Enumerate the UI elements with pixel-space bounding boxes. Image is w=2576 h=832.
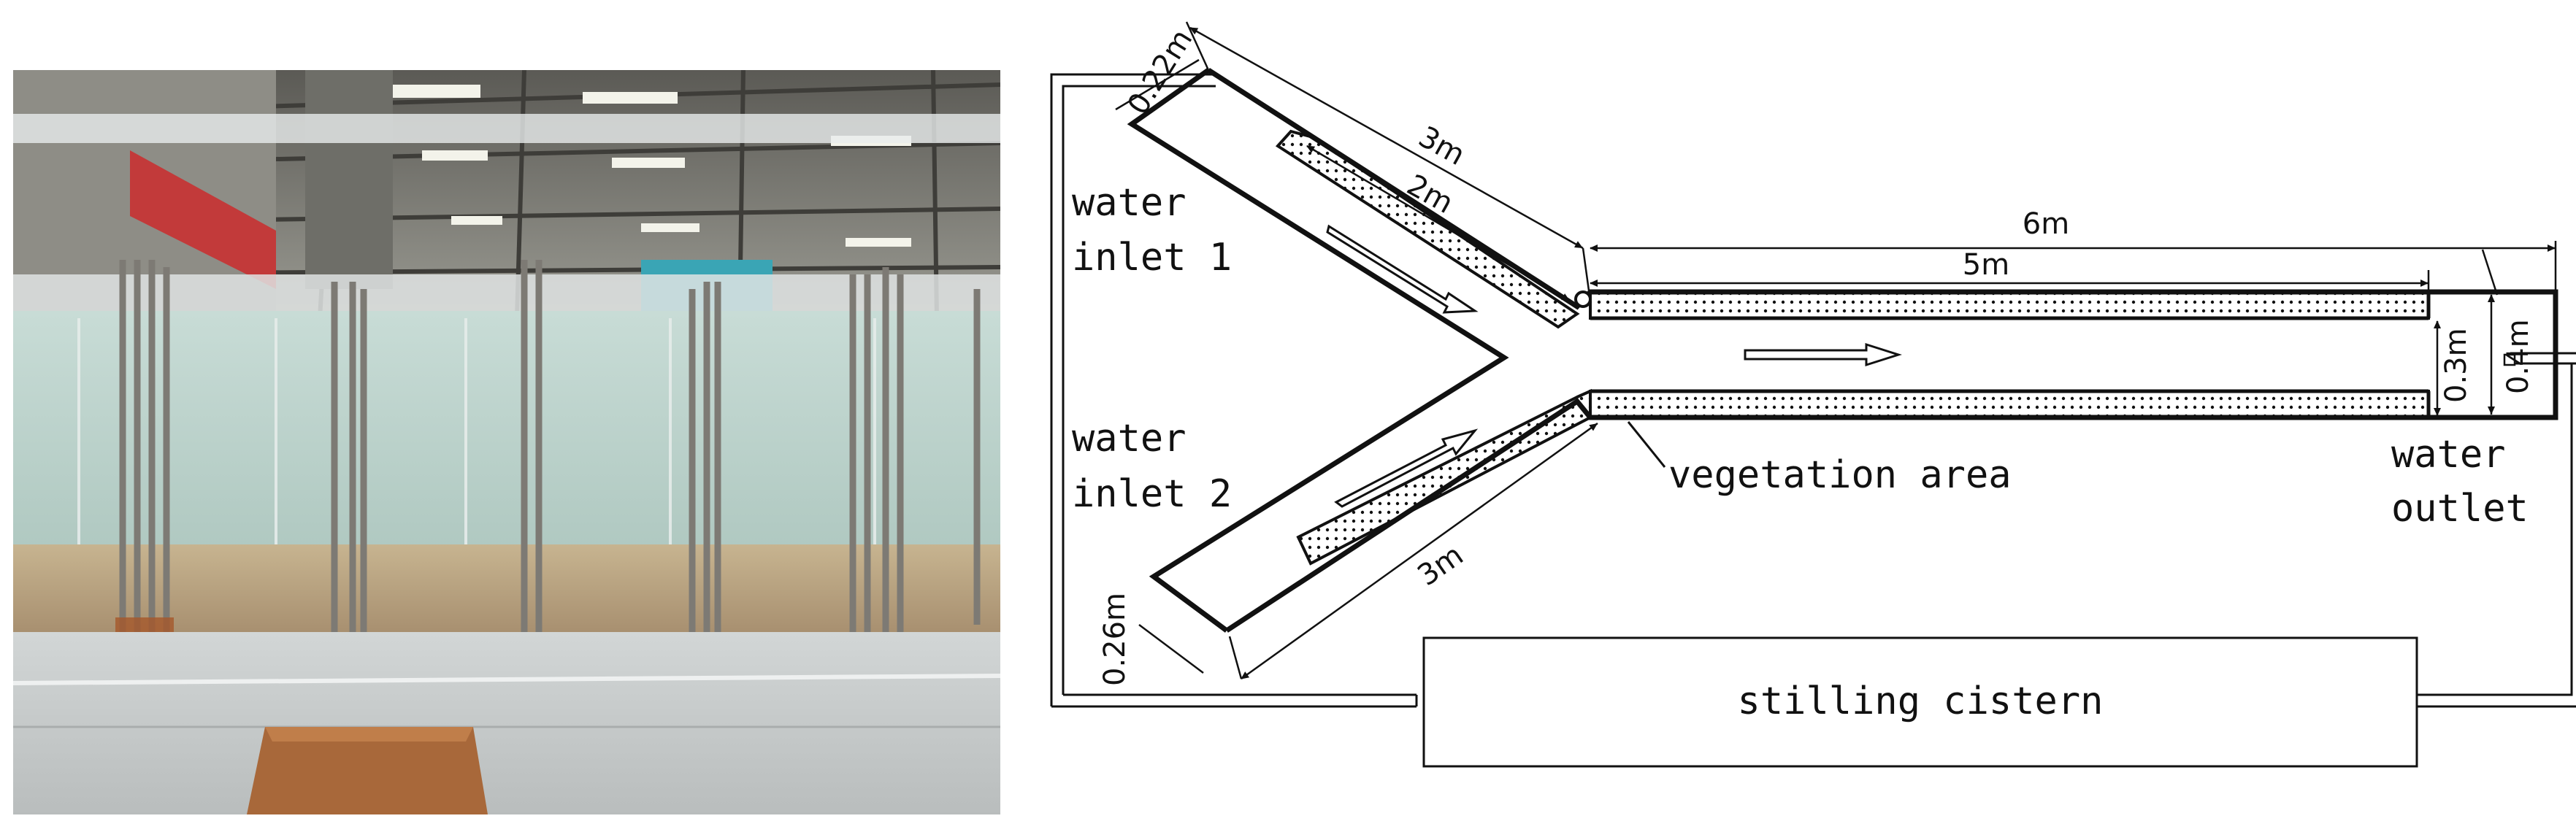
dim-main-vegetation: 5m [1963, 248, 2009, 282]
junction-marker [1574, 290, 1592, 308]
flume-photograph [13, 70, 1000, 814]
dim-main-veg-width: 0.3m [2439, 328, 2473, 403]
water-outlet-line1: water [2391, 433, 2506, 477]
flume-photo-illustration [13, 70, 1000, 814]
water-inlet-2-line1: water [1072, 417, 1187, 461]
dim-main-width: 0.4m [2502, 319, 2535, 394]
dim-inlet1-length: 3m [1413, 120, 1471, 172]
dim-inlet2-width: 0.26m [1098, 593, 1132, 686]
water-inlet-1-line1: water [1072, 181, 1187, 225]
vegetation-leader-line [1627, 421, 1666, 468]
water-outlet-line2: outlet [2391, 487, 2529, 531]
flume-schematic: stilling cistern water inlet 1 water inl… [1008, 0, 2576, 829]
schematic-drawing: stilling cistern water inlet 1 water inl… [1050, 21, 2576, 768]
outlet-valve [2503, 353, 2516, 366]
dim-inlet2-length: 3m [1411, 539, 1469, 593]
water-inlet-2-line2: inlet 2 [1072, 472, 1232, 516]
stilling-cistern-label: stilling cistern [1738, 679, 2104, 723]
vegetation-area-label: vegetation area [1668, 453, 2012, 497]
water-inlet-1-line2: inlet 1 [1072, 236, 1232, 280]
dimension-lines [1115, 21, 2557, 680]
dim-main-total: 6m [2023, 207, 2069, 241]
